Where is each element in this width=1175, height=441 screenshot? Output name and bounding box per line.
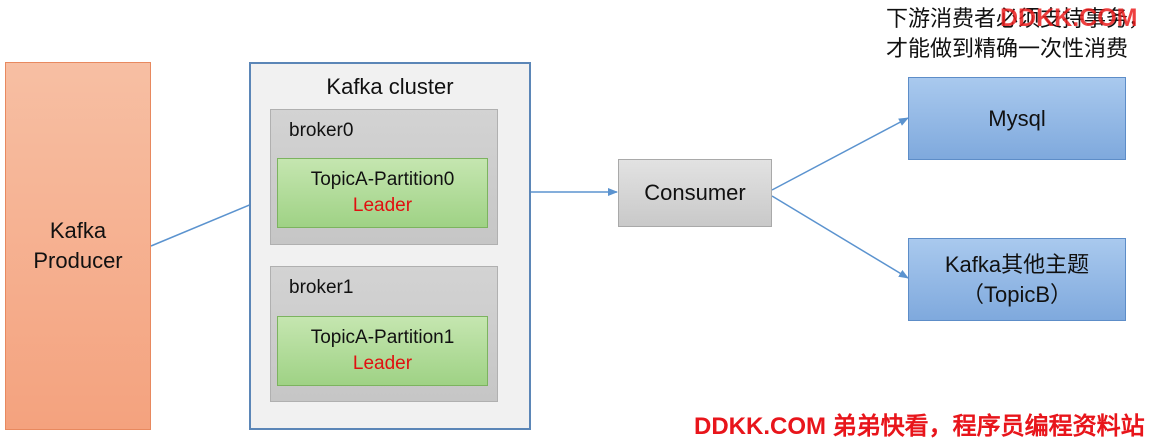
note-line2: 才能做到精确一次性消费 — [886, 36, 1129, 61]
consumer-label: Consumer — [644, 180, 746, 205]
partition0-box: TopicA-Partition0 Leader — [277, 158, 488, 228]
partition1-box: TopicA-Partition1 Leader — [277, 316, 488, 386]
transaction-note: 下游消费者必须支持事务， 才能做到精确一次性消费 — [886, 4, 1175, 64]
broker0-label: broker0 — [289, 120, 354, 141]
arrow-consumer-to-topicb — [771, 195, 909, 279]
arrow-consumer-to-mysql — [771, 117, 909, 191]
kafka-producer-box: Kafka Producer — [5, 62, 151, 430]
topicb-label-line2: （TopicB） — [961, 281, 1073, 307]
partition1-name: TopicA-Partition1 — [310, 327, 455, 348]
watermark-top: DDKK.COM — [1000, 4, 1138, 32]
topicb-label-line1: Kafka其他主题 — [944, 251, 1090, 277]
producer-label-line1: Kafka — [49, 218, 107, 243]
cluster-title: Kafka cluster — [326, 74, 454, 99]
partition0-role: Leader — [352, 195, 413, 216]
partition0-name: TopicA-Partition0 — [310, 169, 455, 190]
partition1-role: Leader — [352, 353, 413, 374]
note-line1: 下游消费者必须支持事务， — [886, 6, 1151, 31]
producer-label-line2: Producer — [33, 248, 123, 273]
consumer-box: Consumer — [618, 159, 772, 227]
watermark-bottom: DDKK.COM 弟弟快看，程序员编程资料站 — [694, 413, 1145, 440]
mysql-label: Mysql — [988, 105, 1046, 131]
mysql-box: Mysql — [908, 77, 1126, 160]
topicb-box: Kafka其他主题 （TopicB） — [908, 238, 1126, 321]
broker1-label: broker1 — [289, 277, 354, 298]
